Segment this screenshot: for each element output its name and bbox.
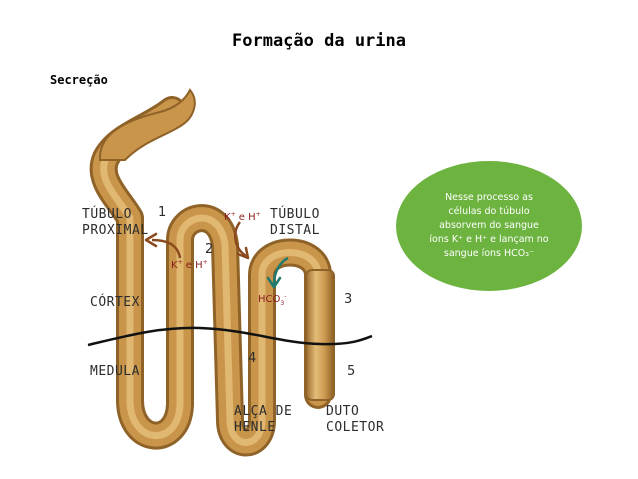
tubule-body bbox=[92, 99, 329, 454]
label-tubulo-proximal-line2: PROXIMAL bbox=[82, 223, 149, 238]
callout-line-3: absorvem do sangue bbox=[439, 220, 539, 231]
region-labels: TÚBULO PROXIMAL TÚBULO DISTAL CÓRTEX MED… bbox=[82, 206, 384, 435]
nephron-tubule bbox=[89, 88, 335, 457]
segment-number-3: 3 bbox=[344, 292, 352, 307]
label-alca-line2: HENLE bbox=[234, 420, 276, 435]
ion-label-left: K+ e H+ bbox=[171, 259, 208, 271]
segment-numbers: 1 2 3 4 5 bbox=[158, 205, 355, 379]
arrow-hco3-reabsorption bbox=[266, 256, 289, 289]
label-tubulo-distal-line2: DISTAL bbox=[270, 223, 320, 238]
ion-label-right: K+ e H+ bbox=[224, 211, 261, 223]
label-medula: MEDULA bbox=[90, 364, 140, 379]
collecting-duct bbox=[305, 269, 335, 401]
callout-line-1: Nesse processo as bbox=[445, 192, 533, 203]
segment-number-4: 4 bbox=[248, 351, 256, 366]
section-subtitle: Secreção bbox=[50, 73, 108, 87]
explanation-callout: Nesse processo as células do túbulo abso… bbox=[396, 161, 582, 291]
segment-number-2: 2 bbox=[205, 242, 213, 257]
arrow-secretion-distal bbox=[233, 221, 250, 260]
page-title: Formação da urina bbox=[232, 31, 406, 51]
bowman-capsule bbox=[98, 88, 196, 161]
callout-line-2: células do túbulo bbox=[448, 206, 530, 217]
label-duto-line1: DUTO bbox=[326, 404, 359, 419]
label-tubulo-distal-line1: TÚBULO bbox=[270, 206, 320, 222]
label-cortex: CÓRTEX bbox=[90, 294, 140, 310]
cortex-medulla-boundary bbox=[87, 326, 373, 347]
label-alca-line1: ALÇA DE bbox=[234, 404, 292, 419]
segment-number-1: 1 bbox=[158, 205, 166, 220]
label-duto-line2: COLETOR bbox=[326, 420, 384, 435]
callout-line-4: íons K⁺ e H⁺ e lançam no bbox=[429, 234, 549, 245]
hco3-label: HCO3- bbox=[258, 293, 286, 307]
label-tubulo-proximal-line1: TÚBULO bbox=[82, 206, 132, 222]
arrow-secretion-proximal bbox=[144, 232, 182, 259]
callout-line-5: sangue íons HCO₃⁻ bbox=[443, 248, 535, 259]
callout-text: Nesse processo as células do túbulo abso… bbox=[415, 191, 562, 261]
segment-number-5: 5 bbox=[347, 364, 355, 379]
